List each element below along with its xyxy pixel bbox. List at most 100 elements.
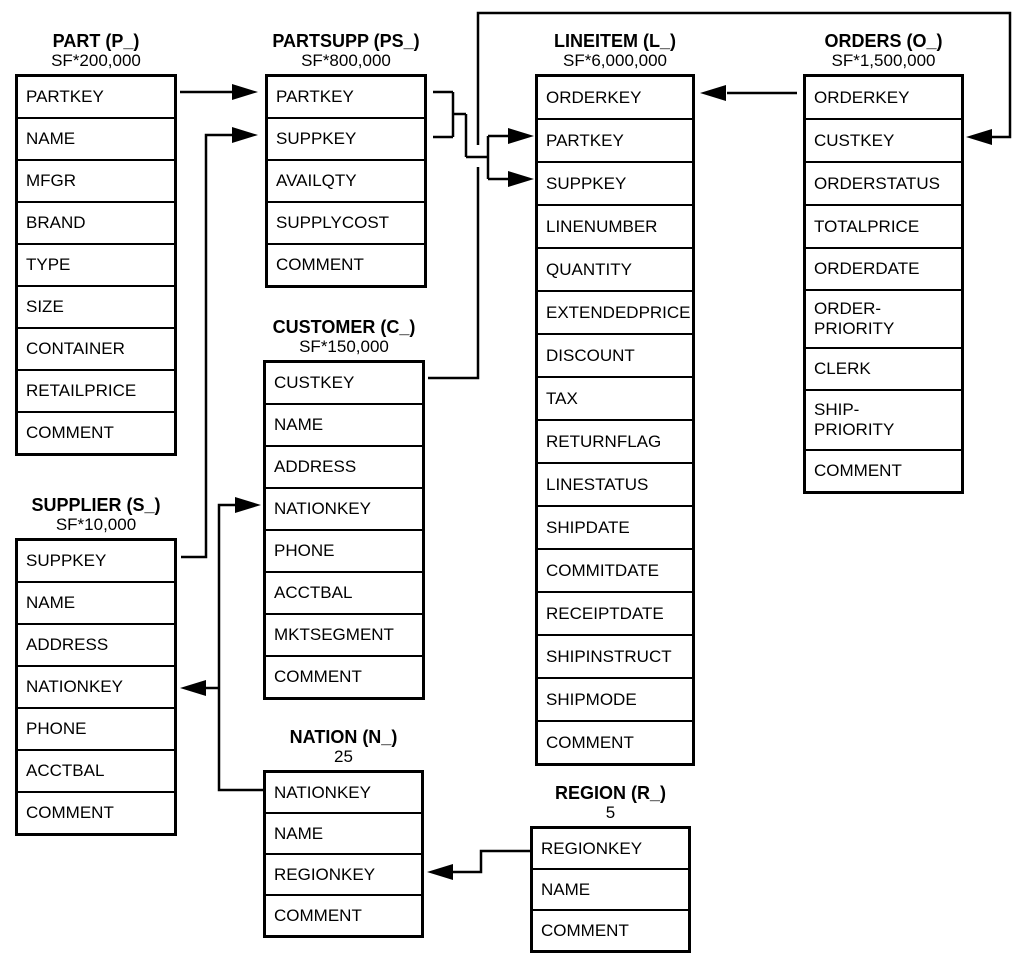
table-partsupp: PARTSUPP (PS_) SF*800,000 PARTKEY SUPPKE… [265,31,427,288]
table-region-title: REGION (R_) [554,783,666,803]
field-supplier-acctbal: ACCTBAL [18,749,174,791]
field-orders-comment: COMMENT [806,449,961,491]
arrowhead-left-icon [700,85,726,101]
field-partsupp-suppkey: SUPPKEY [268,117,424,159]
arrowhead-left-icon [180,680,206,696]
table-lineitem-box: ORDERKEY PARTKEY SUPPKEY LINENUMBER QUAN… [535,74,695,766]
table-part: PART (P_) SF*200,000 PARTKEY NAME MFGR B… [15,31,177,456]
table-part-title: PART (P_) [52,31,140,51]
field-lineitem-receiptdate: RECEIPTDATE [538,591,692,634]
field-orders-clerk: CLERK [806,347,961,389]
field-nation-comment: COMMENT [266,894,421,935]
table-region-header: REGION (R_) 5 [530,783,691,826]
field-lineitem-returnflag: RETURNFLAG [538,419,692,462]
field-lineitem-suppkey: SUPPKEY [538,161,692,204]
field-lineitem-comment: COMMENT [538,720,692,763]
table-customer: CUSTOMER (C_) SF*150,000 CUSTKEY NAME AD… [263,317,425,700]
table-lineitem-title: LINEITEM (L_) [554,31,676,51]
field-part-partkey: PARTKEY [26,87,104,106]
table-supplier-box: SUPPKEY NAME ADDRESS NATIONKEY PHONE ACC… [15,538,177,836]
field-partsupp-availqty: AVAILQTY [268,159,424,201]
arrowhead-left-icon [966,129,992,145]
field-partsupp-partkey: PARTKEY [276,87,354,106]
rel-orders-orderkey-to-lineitem-orderkey [700,85,797,101]
field-lineitem-shipinstruct: SHIPINSTRUCT [538,634,692,677]
table-nation-box: NATIONKEY NAME REGIONKEY COMMENT [263,770,424,938]
rel-region-regionkey-to-nation-regionkey [427,849,530,880]
field-orders-custkey: CUSTKEY [806,118,961,161]
rel-partsupp-keys-to-lineitem-keys [433,90,534,187]
field-part-retailprice: RETAILPRICE [18,369,174,411]
field-lineitem-extendedprice: EXTENDEDPRICE [538,290,692,333]
table-part-box: PARTKEY NAME MFGR BRAND TYPE SIZE CONTAI… [15,74,177,456]
table-partsupp-title: PARTSUPP (PS_) [272,31,420,51]
table-partsupp-box: PARTKEY SUPPKEY AVAILQTY SUPPLYCOST COMM… [265,74,427,288]
field-lineitem-shipmode: SHIPMODE [538,677,692,720]
field-supplier-address: ADDRESS [18,623,174,665]
arrowhead-right-icon [508,171,534,187]
field-lineitem-linestatus: LINESTATUS [538,462,692,505]
field-customer-nationkey: NATIONKEY [266,487,422,529]
table-lineitem-cardinality: SF*6,000,000 [563,51,667,70]
arrowhead-right-icon [232,84,258,100]
field-customer-acctbal: ACCTBAL [266,571,422,613]
field-partsupp-comment: COMMENT [268,243,424,285]
table-orders-cardinality: SF*1,500,000 [831,51,936,70]
field-orders-totalprice: TOTALPRICE [806,204,961,247]
table-region: REGION (R_) 5 REGIONKEY NAME COMMENT [530,783,691,953]
field-customer-mktsegment: MKTSEGMENT [266,613,422,655]
field-nation-regionkey: REGIONKEY [266,853,421,894]
field-orders-orderkey: ORDERKEY [814,87,910,107]
field-region-regionkey: REGIONKEY [541,838,643,858]
arrowhead-right-icon [508,128,534,144]
table-orders-title: ORDERS (O_) [824,31,943,51]
table-customer-box: CUSTKEY NAME ADDRESS NATIONKEY PHONE ACC… [263,360,425,700]
field-orders-orderpriority: ORDER- PRIORITY [806,289,961,347]
field-supplier-suppkey: SUPPKEY [26,551,107,570]
table-lineitem-header: LINEITEM (L_) SF*6,000,000 [535,31,695,74]
field-customer-phone: PHONE [266,529,422,571]
field-part-size: SIZE [18,285,174,327]
table-customer-header: CUSTOMER (C_) SF*150,000 [263,317,425,360]
table-orders-header: ORDERS (O_) SF*1,500,000 [803,31,964,74]
field-lineitem-commitdate: COMMITDATE [538,548,692,591]
field-nation-name: NAME [266,812,421,853]
table-nation-cardinality: 25 [334,747,353,766]
field-customer-comment: COMMENT [266,655,422,697]
table-region-box: REGIONKEY NAME COMMENT [530,826,691,953]
table-partsupp-header: PARTSUPP (PS_) SF*800,000 [265,31,427,74]
table-part-cardinality: SF*200,000 [51,51,141,70]
field-orders-orderstatus: ORDERSTATUS [806,161,961,204]
field-customer-name: NAME [266,403,422,445]
rel-part-partkey-to-partsupp-partkey [180,84,258,100]
field-part-type: TYPE [18,243,174,285]
field-lineitem-discount: DISCOUNT [538,333,692,376]
arrowhead-right-icon [235,497,261,513]
field-partsupp-supplycost: SUPPLYCOST [268,201,424,243]
field-customer-custkey: CUSTKEY [274,373,355,392]
table-part-header: PART (P_) SF*200,000 [15,31,177,74]
table-partsupp-cardinality: SF*800,000 [301,51,391,70]
table-nation-title: NATION (N_) [289,727,398,747]
field-supplier-nationkey: NATIONKEY [18,665,174,707]
field-customer-address: ADDRESS [266,445,422,487]
table-supplier-header: SUPPLIER (S_) SF*10,000 [15,495,177,538]
field-lineitem-partkey: PARTKEY [538,118,692,161]
field-supplier-comment: COMMENT [18,791,174,833]
table-supplier-cardinality: SF*10,000 [55,515,137,534]
field-lineitem-quantity: QUANTITY [538,247,692,290]
table-nation: NATION (N_) 25 NATIONKEY NAME REGIONKEY … [263,727,424,938]
arrowhead-right-icon [232,127,258,143]
table-supplier: SUPPLIER (S_) SF*10,000 SUPPKEY NAME ADD… [15,495,177,836]
field-supplier-name: NAME [18,581,174,623]
table-lineitem: LINEITEM (L_) SF*6,000,000 ORDERKEY PART… [535,31,695,766]
field-lineitem-orderkey: ORDERKEY [546,87,642,107]
rel-supplier-suppkey-to-partsupp-suppkey [181,127,258,559]
table-orders-box: ORDERKEY CUSTKEY ORDERSTATUS TOTALPRICE … [803,74,964,494]
field-part-brand: BRAND [18,201,174,243]
table-customer-cardinality: SF*150,000 [299,337,389,356]
field-nation-nationkey: NATIONKEY [274,782,371,802]
table-region-cardinality: 5 [605,803,616,822]
table-supplier-title: SUPPLIER (S_) [31,495,161,515]
